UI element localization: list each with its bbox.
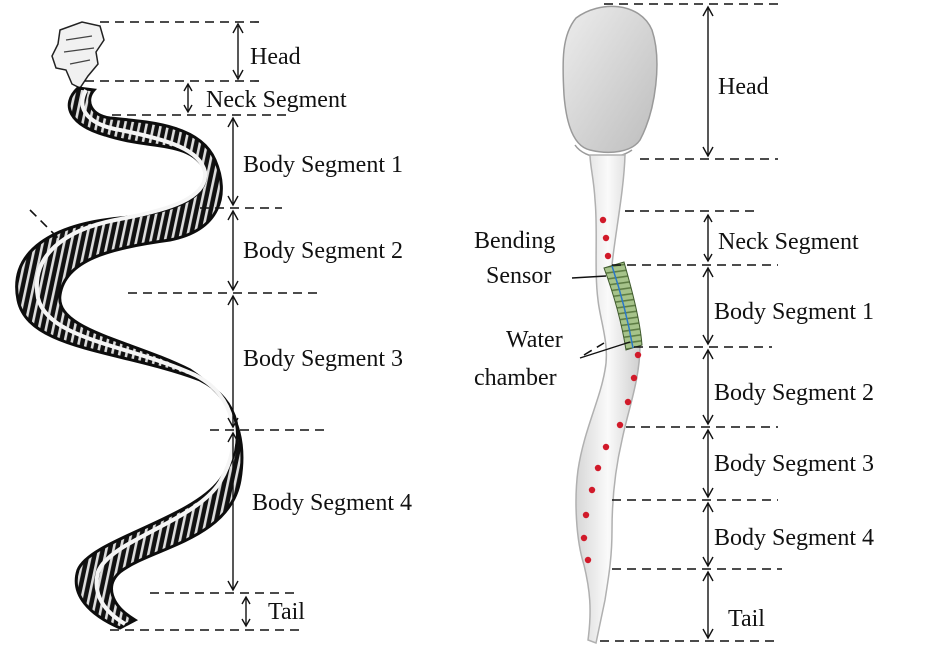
callout-chamber: chamber <box>474 365 557 391</box>
left-guide-lines <box>29 21 330 631</box>
left-label-body4: Body Segment 4 <box>252 490 412 516</box>
right-label-body3: Body Segment 3 <box>714 451 874 477</box>
right-label-body2: Body Segment 2 <box>714 380 874 406</box>
left-dimension-arrows <box>183 22 251 628</box>
callout-sensor: Sensor <box>486 263 551 289</box>
right-dimension-arrows <box>571 5 714 640</box>
robot-red-markers <box>580 216 642 564</box>
left-label-body2: Body Segment 2 <box>243 238 403 264</box>
left-label-body1: Body Segment 1 <box>243 152 403 178</box>
left-label-head: Head <box>250 44 301 70</box>
left-label-tail: Tail <box>268 599 305 625</box>
soft-robot-image <box>562 5 658 645</box>
right-label-body4: Body Segment 4 <box>714 525 874 551</box>
left-label-body3: Body Segment 3 <box>243 346 403 372</box>
callout-water: Water <box>506 327 563 353</box>
right-label-body1: Body Segment 1 <box>714 299 874 325</box>
right-label-head: Head <box>718 74 769 100</box>
callout-bending: Bending <box>474 228 555 254</box>
right-label-tail: Tail <box>728 606 765 632</box>
right-label-neck: Neck Segment <box>718 229 859 255</box>
snake-skeleton-image <box>15 21 244 630</box>
left-label-neck: Neck Segment <box>206 87 347 113</box>
right-guide-lines <box>583 3 782 642</box>
